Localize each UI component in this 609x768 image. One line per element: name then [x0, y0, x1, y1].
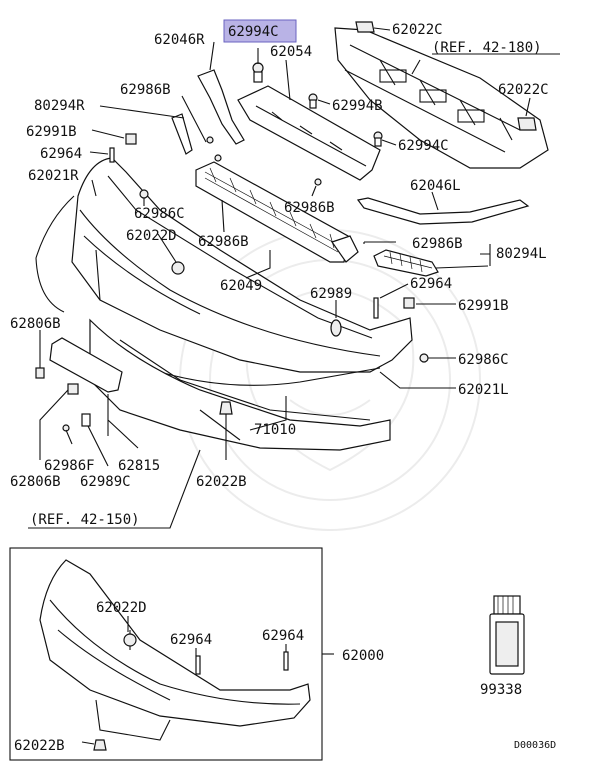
label-62991B-right[interactable]: 62991B	[458, 298, 509, 314]
highlight-box	[223, 19, 297, 43]
fasteners	[35, 62, 429, 432]
touch-up-tube-99338	[489, 595, 525, 675]
bracket-80294R	[171, 113, 193, 155]
label-62964-right[interactable]: 62964	[410, 276, 452, 292]
label-62021L[interactable]: 62021L	[458, 382, 509, 398]
trim-62021R	[35, 195, 75, 313]
grille-62049	[195, 161, 359, 263]
leader-lines	[28, 27, 560, 529]
label-62806B-2[interactable]: 62806B	[10, 474, 61, 490]
label-62986B-4[interactable]: 62986B	[412, 236, 463, 252]
bracket-62815	[49, 337, 123, 393]
lower-bumper-71010	[89, 318, 391, 451]
label-62049[interactable]: 62049	[220, 278, 262, 294]
label-62986C-1[interactable]: 62986C	[134, 206, 185, 222]
label-62994C-highlight[interactable]: 62994C	[228, 24, 279, 40]
label-62022D-1[interactable]: 62022D	[126, 228, 177, 244]
bracket-62046R	[197, 69, 245, 145]
plate-62054	[237, 85, 381, 181]
label-99338[interactable]: 99338	[480, 682, 522, 698]
bumper-assembly-62000	[39, 559, 311, 751]
side-grille-80294L	[373, 249, 439, 277]
label-62986B-1[interactable]: 62986B	[120, 82, 171, 98]
label-ref-42-180[interactable]: (REF. 42-180)	[432, 40, 542, 56]
label-62986C-2[interactable]: 62986C	[458, 352, 509, 368]
upper-reinforcement	[334, 21, 549, 169]
label-62806B-1[interactable]: 62806B	[10, 316, 61, 332]
label-62991B-left[interactable]: 62991B	[26, 124, 77, 140]
label-62964-left[interactable]: 62964	[40, 146, 82, 162]
label-62986B-3[interactable]: 62986B	[198, 234, 249, 250]
label-62046L[interactable]: 62046L	[410, 178, 461, 194]
bumper-cover	[71, 157, 413, 373]
bracket-62046L	[356, 197, 530, 225]
label-62022C-right[interactable]: 62022C	[498, 82, 549, 98]
label-62054[interactable]: 62054	[270, 44, 312, 60]
label-62022B-2[interactable]: 62022B	[14, 738, 65, 754]
label-62046R[interactable]: 62046R	[154, 32, 205, 48]
label-62986F[interactable]: 62986F	[44, 458, 95, 474]
label-62964-box-1[interactable]: 62964	[170, 632, 212, 648]
label-62021R[interactable]: 62021R	[28, 168, 79, 184]
label-62022C-top[interactable]: 62022C	[392, 22, 443, 38]
label-71010[interactable]: 71010	[254, 422, 296, 438]
label-62994C-2[interactable]: 62994C	[398, 138, 449, 154]
label-62989[interactable]: 62989	[310, 286, 352, 302]
diagram-code: D00036D	[514, 740, 556, 751]
label-62022D-2[interactable]: 62022D	[96, 600, 147, 616]
label-80294L[interactable]: 80294L	[496, 246, 547, 262]
label-62815[interactable]: 62815	[118, 458, 160, 474]
label-62964-box-2[interactable]: 62964	[262, 628, 304, 644]
label-62000[interactable]: 62000	[342, 648, 384, 664]
label-80294R[interactable]: 80294R	[34, 98, 85, 114]
label-62022B-1[interactable]: 62022B	[196, 474, 247, 490]
label-62994B[interactable]: 62994B	[332, 98, 383, 114]
label-62989C[interactable]: 62989C	[80, 474, 131, 490]
label-ref-42-150[interactable]: (REF. 42-150)	[30, 512, 140, 528]
label-62986B-2[interactable]: 62986B	[284, 200, 335, 216]
trim-62021L	[159, 367, 381, 386]
